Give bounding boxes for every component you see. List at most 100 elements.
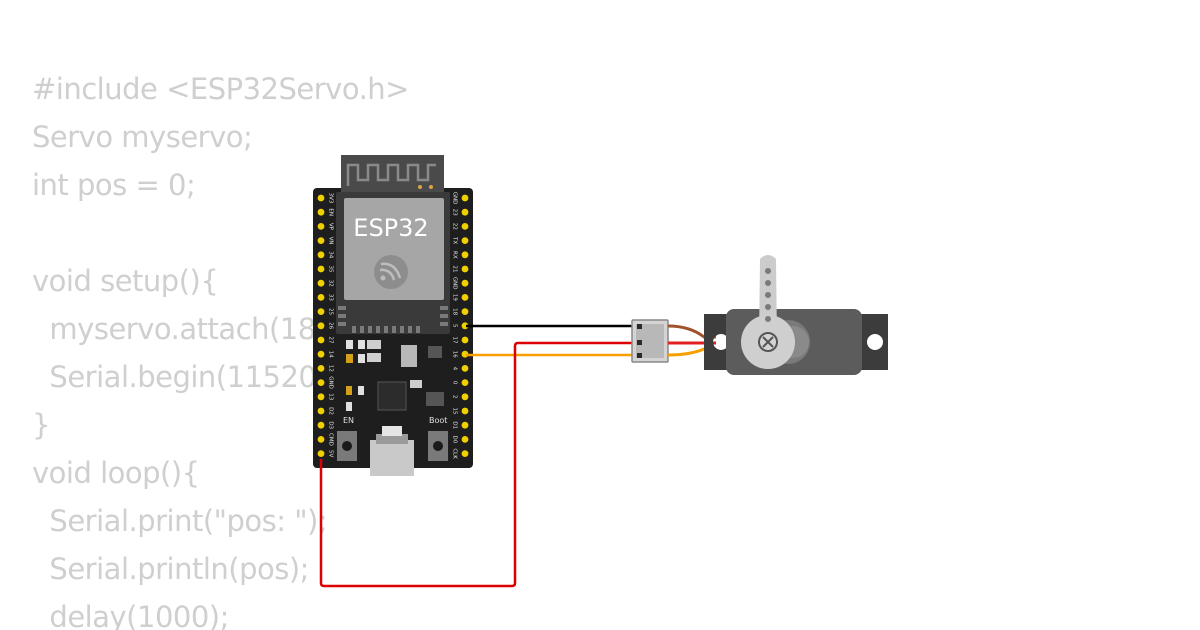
- pin-label: 16: [452, 351, 458, 358]
- header-pin-right[interactable]: [461, 379, 469, 386]
- pin-label: 19: [452, 294, 458, 301]
- pin-label: 35: [328, 266, 334, 273]
- pin-label: 21: [452, 266, 458, 273]
- header-pin-left[interactable]: [317, 237, 325, 245]
- pin-label: 13: [328, 393, 334, 400]
- code-line: Serial.begin(115200);: [32, 360, 355, 394]
- pin-label: VN: [328, 237, 334, 245]
- antenna-trace: [346, 163, 436, 186]
- header-pin-left[interactable]: [317, 407, 325, 415]
- pin-label: 15: [452, 408, 458, 415]
- pin-label: VP: [328, 223, 334, 231]
- header-pin-right[interactable]: [461, 436, 469, 443]
- header-pin-left[interactable]: [317, 265, 325, 273]
- pin-label: 26: [328, 322, 334, 329]
- boot-button[interactable]: [428, 431, 448, 461]
- header-pin-right[interactable]: [461, 279, 469, 287]
- pin-label: 18: [452, 308, 458, 315]
- usb-uart-chip: [377, 381, 407, 411]
- pin-label: 33: [328, 294, 334, 301]
- code-line: void setup(){: [32, 264, 219, 298]
- pin-label: D0: [452, 436, 458, 444]
- code-background: #include <ESP32Servo.h> Servo myservo; int…: [32, 65, 409, 630]
- code-line: int pos = 0;: [32, 168, 196, 202]
- espressif-logo-icon: [374, 255, 408, 289]
- pin-label: CLK: [452, 448, 458, 459]
- header-pin-right[interactable]: [461, 237, 469, 245]
- code-line: #include <ESP32Servo.h>: [32, 72, 409, 106]
- code-line: }: [32, 408, 50, 442]
- header-pin-left[interactable]: [317, 208, 325, 216]
- pin-label: 14: [328, 351, 334, 358]
- pin-label: CMD: [328, 433, 334, 446]
- header-pin-left[interactable]: [317, 251, 325, 259]
- pin-label: GND: [328, 376, 334, 389]
- pin-label: 12: [328, 365, 334, 372]
- header-pin-left[interactable]: [317, 450, 325, 457]
- header-pin-left[interactable]: [317, 308, 325, 315]
- header-pin-right[interactable]: [461, 407, 469, 415]
- header-pin-right[interactable]: [461, 294, 469, 301]
- header-pin-left[interactable]: [317, 194, 325, 202]
- header-pin-left[interactable]: [317, 436, 325, 443]
- pin-label: 32: [328, 280, 334, 287]
- header-pin-left[interactable]: [317, 350, 325, 358]
- pin-label: 3V3: [328, 193, 334, 204]
- header-pin-right[interactable]: [461, 365, 469, 372]
- servo-connector[interactable]: [631, 319, 669, 363]
- micro-usb-port[interactable]: [370, 426, 414, 476]
- header-pin-right[interactable]: [461, 322, 469, 330]
- wire-5v[interactable]: [319, 341, 636, 588]
- module-pads: [338, 306, 448, 333]
- pin-label: 5: [452, 324, 458, 328]
- header-pin-right[interactable]: [461, 223, 469, 230]
- pin-label: 22: [452, 223, 458, 230]
- header-pin-left[interactable]: [317, 223, 325, 230]
- code-line: Servo myservo;: [32, 120, 253, 154]
- header-pin-right[interactable]: [461, 450, 469, 457]
- en-button-label: EN: [343, 416, 354, 425]
- header-pin-left[interactable]: [317, 294, 325, 301]
- header-pin-right[interactable]: [461, 194, 469, 202]
- header-pin-right[interactable]: [461, 251, 469, 259]
- header-pin-left[interactable]: [317, 336, 325, 344]
- boot-button-label: Boot: [429, 416, 447, 425]
- esp32-board[interactable]: ESP32: [313, 155, 473, 476]
- en-button[interactable]: [337, 431, 357, 461]
- header-pin-left[interactable]: [317, 379, 325, 386]
- pin-label: D3: [328, 421, 334, 429]
- code-line: Serial.print("pos: ");: [32, 504, 328, 538]
- header-pin-left[interactable]: [317, 421, 325, 429]
- code-line: void loop(){: [32, 456, 200, 490]
- pin-label: 4: [452, 367, 458, 371]
- pin-label: D1: [452, 421, 458, 429]
- header-pins[interactable]: 3V3ENVPVN343532332526271412GND13D2D3CMD5…: [317, 192, 469, 460]
- servo-screw-icon: [758, 332, 778, 352]
- header-pin-right[interactable]: [461, 336, 469, 344]
- pin-label: GND: [452, 192, 458, 205]
- header-pin-right[interactable]: [461, 393, 469, 401]
- pin-label: 5V: [328, 450, 334, 457]
- pin-label: TX: [452, 236, 458, 244]
- header-pin-left[interactable]: [317, 365, 325, 372]
- pin-label: GND: [452, 277, 458, 290]
- header-pin-right[interactable]: [461, 421, 469, 429]
- pin-label: 17: [452, 337, 458, 344]
- pin-label: 23: [452, 209, 458, 216]
- header-pin-right[interactable]: [461, 208, 469, 216]
- pin-label: D2: [328, 407, 334, 415]
- servo-motor[interactable]: [704, 255, 888, 375]
- pin-label: 25: [328, 308, 334, 315]
- code-line: Serial.println(pos);: [32, 552, 309, 586]
- pin-label: EN: [328, 208, 334, 216]
- pin-label: 2: [452, 395, 458, 399]
- pin-label: 27: [328, 337, 334, 344]
- pin-label: 0: [452, 381, 458, 385]
- header-pin-right[interactable]: [461, 308, 469, 315]
- header-pin-left[interactable]: [317, 279, 325, 287]
- header-pin-left[interactable]: [317, 393, 325, 401]
- header-pin-left[interactable]: [317, 322, 325, 330]
- header-pin-right[interactable]: [461, 265, 469, 273]
